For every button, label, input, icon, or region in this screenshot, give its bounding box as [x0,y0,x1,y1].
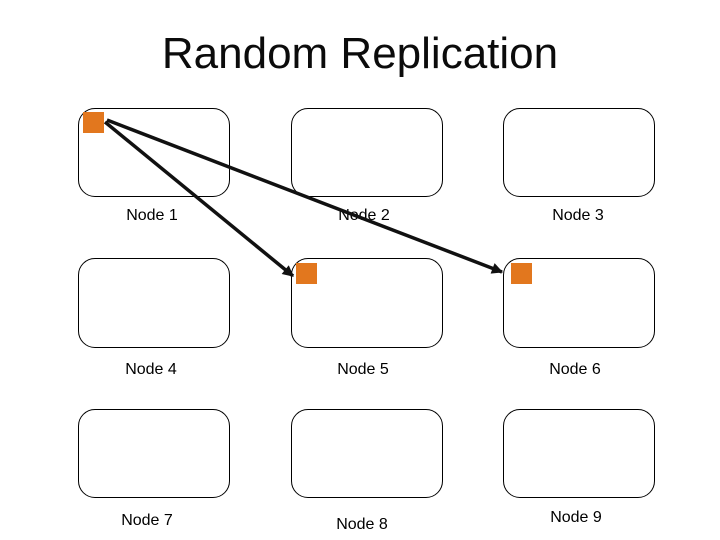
node-label-node-1: Node 1 [126,207,178,224]
node-box-node-9 [503,409,655,498]
node-label-node-4: Node 4 [125,361,177,378]
slide-title: Random Replication [161,29,559,78]
node-label-node-5: Node 5 [337,361,389,378]
node-box-node-2 [291,108,443,197]
node-label-node-6: Node 6 [549,361,601,378]
node-label-node-9: Node 9 [550,509,602,526]
replica-marker-node-5 [296,263,317,284]
replica-marker-node-1 [83,112,104,133]
node-box-node-4 [78,258,230,348]
node-label-node-8: Node 8 [336,516,388,533]
node-box-node-7 [78,409,230,498]
node-label-node-7: Node 7 [121,512,173,529]
node-box-node-3 [503,108,655,197]
node-label-node-3: Node 3 [552,207,604,224]
node-box-node-8 [291,409,443,498]
node-label-node-2: Node 2 [338,207,390,224]
replica-marker-node-6 [511,263,532,284]
